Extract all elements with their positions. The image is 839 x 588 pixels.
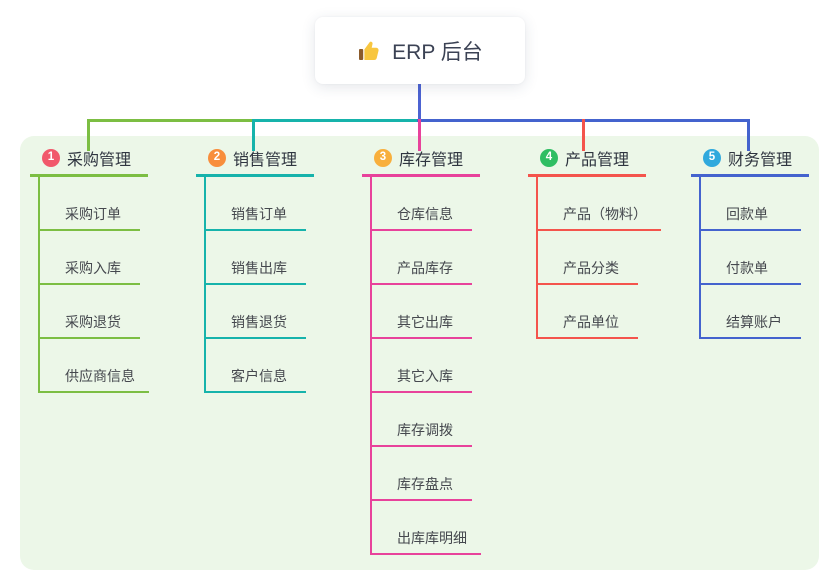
- branch-column-4: 4 产品管理产品（物料）产品分类产品单位: [528, 146, 661, 339]
- child-node[interactable]: 销售退货: [206, 285, 306, 339]
- root-node-title: ERP 后台: [392, 40, 483, 64]
- branch-column-1: 1 采购管理采购订单采购入库采购退货供应商信息: [30, 146, 149, 393]
- branch-column-2: 2 销售管理销售订单销售出库销售退货客户信息: [196, 146, 314, 393]
- branch-column-3: 3 库存管理仓库信息产品库存其它出库其它入库库存调拨库存盘点出库库明细: [362, 146, 481, 555]
- branch-node-4[interactable]: 4 产品管理: [528, 146, 646, 177]
- child-node[interactable]: 产品（物料）: [538, 177, 661, 231]
- branch-column-5: 5 财务管理回款单付款单结算账户: [691, 146, 809, 339]
- child-node[interactable]: 库存调拨: [372, 393, 472, 447]
- branch-node-3[interactable]: 3 库存管理: [362, 146, 480, 177]
- branches-background-panel: [20, 136, 819, 570]
- branch-node-5[interactable]: 5 财务管理: [691, 146, 809, 177]
- child-node[interactable]: 回款单: [701, 177, 801, 231]
- child-node[interactable]: 出库库明细: [372, 501, 481, 555]
- child-node[interactable]: 供应商信息: [40, 339, 149, 393]
- child-node[interactable]: 其它出库: [372, 285, 472, 339]
- branch-number-badge: 2: [208, 148, 226, 167]
- branch-number-badge: 1: [42, 148, 60, 167]
- child-node[interactable]: 销售订单: [206, 177, 306, 231]
- child-node[interactable]: 仓库信息: [372, 177, 472, 231]
- branch-node-label: 库存管理: [399, 151, 464, 169]
- child-node[interactable]: 销售出库: [206, 231, 306, 285]
- branch-node-2[interactable]: 2 销售管理: [196, 146, 314, 177]
- child-node[interactable]: 其它入库: [372, 339, 472, 393]
- child-node[interactable]: 结算账户: [701, 285, 801, 339]
- branch-number-badge: 3: [374, 148, 392, 167]
- branch-children: 产品（物料）产品分类产品单位: [536, 177, 661, 339]
- root-node[interactable]: ERP 后台: [315, 17, 525, 84]
- branch-number-badge: 5: [703, 148, 721, 167]
- child-node[interactable]: 采购入库: [40, 231, 140, 285]
- child-node[interactable]: 产品库存: [372, 231, 472, 285]
- branch-node-1[interactable]: 1 采购管理: [30, 146, 148, 177]
- branch-number-badge: 4: [540, 148, 558, 167]
- branch-children: 回款单付款单结算账户: [699, 177, 809, 339]
- branch-children: 销售订单销售出库销售退货客户信息: [204, 177, 314, 393]
- branch-children: 采购订单采购入库采购退货供应商信息: [38, 177, 149, 393]
- child-node[interactable]: 客户信息: [206, 339, 306, 393]
- branch-node-label: 财务管理: [728, 151, 793, 169]
- branch-node-label: 产品管理: [565, 151, 630, 169]
- child-node[interactable]: 采购退货: [40, 285, 140, 339]
- child-node[interactable]: 付款单: [701, 231, 801, 285]
- child-node[interactable]: 库存盘点: [372, 447, 472, 501]
- child-node[interactable]: 产品单位: [538, 285, 638, 339]
- child-node[interactable]: 产品分类: [538, 231, 638, 285]
- branch-node-label: 采购管理: [67, 151, 132, 169]
- child-node[interactable]: 采购订单: [40, 177, 140, 231]
- branch-node-label: 销售管理: [233, 151, 298, 169]
- branch-children: 仓库信息产品库存其它出库其它入库库存调拨库存盘点出库库明细: [370, 177, 481, 555]
- thumbs-up-icon: [357, 39, 381, 63]
